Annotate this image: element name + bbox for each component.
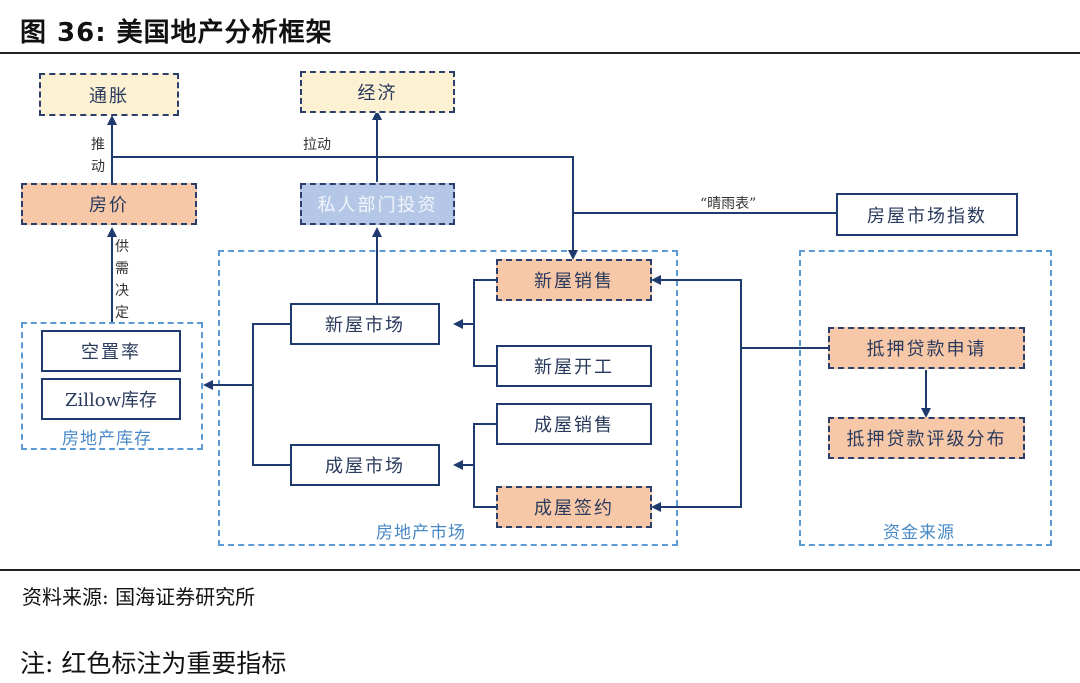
node-mortgage-applications: 抵押贷款申请 [828, 327, 1025, 369]
figure-note: 注: 红色标注为重要指标 [20, 649, 287, 678]
edge-price-to-new-sales [112, 156, 578, 260]
edge-existing-bracket [473, 423, 496, 508]
group-label-inventory: 房地产库存 [62, 429, 152, 449]
label-pull: 拉动 [303, 137, 331, 153]
node-pending-home-sales: 成屋签约 [496, 486, 652, 528]
edge-mortgage-to-pending [651, 348, 742, 512]
node-house-price: 房价 [21, 183, 197, 225]
edge-markets-bracket [252, 323, 300, 466]
group-label-market: 房地产市场 [376, 523, 466, 543]
label-push: 推 动 [90, 134, 106, 178]
node-economy: 经济 [300, 71, 455, 113]
node-existing-home-sales: 成屋销售 [496, 403, 652, 445]
label-sd-char: 定 [115, 305, 129, 321]
group-label-funding: 资金来源 [883, 523, 955, 543]
node-inflation: 通胀 [39, 73, 179, 116]
top-rule [0, 52, 1080, 54]
label-barometer: “晴雨表” [700, 196, 757, 212]
label-sd-char: 需 [115, 261, 129, 277]
group-funding-source [799, 250, 1052, 546]
node-new-home-market: 新屋市场 [290, 303, 440, 345]
edge-new-bracket [473, 279, 496, 367]
node-zillow-inventory: Zillow库存 [41, 378, 181, 420]
label-sd-char: 决 [115, 283, 129, 299]
node-existing-home-market: 成屋市场 [290, 444, 440, 486]
label-sd-char: 供 [115, 239, 129, 255]
edge-mortgage-to-new-sales [651, 275, 742, 348]
group-real-estate-market [218, 250, 678, 546]
bottom-rule [0, 569, 1080, 571]
figure-title: 图 36: 美国地产分析框架 [20, 18, 333, 48]
figure-source: 资料来源: 国海证券研究所 [22, 585, 256, 609]
group-real-estate-inventory [21, 322, 203, 450]
node-mortgage-rating-distribution: 抵押贷款评级分布 [828, 417, 1025, 459]
label-push-char: 推 [91, 137, 105, 153]
node-housing-starts: 新屋开工 [496, 345, 652, 387]
node-private-investment: 私人部门投资 [300, 183, 455, 225]
label-push-char: 动 [91, 159, 105, 175]
node-new-home-sales: 新屋销售 [496, 259, 652, 301]
label-supply-demand: 供 需 决 定 [114, 236, 130, 324]
node-housing-market-index: 房屋市场指数 [836, 193, 1018, 236]
node-vacancy-rate: 空置率 [41, 330, 181, 372]
